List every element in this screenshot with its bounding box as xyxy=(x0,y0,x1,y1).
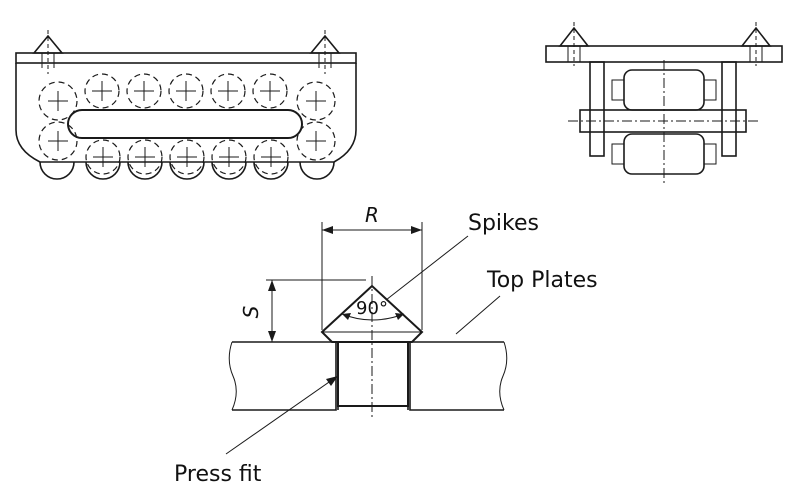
front-spike-right xyxy=(309,30,341,74)
front-rollers-top xyxy=(84,73,288,109)
side-axle xyxy=(579,109,747,133)
spikes-leader-line xyxy=(385,235,469,301)
detail-spike-shank xyxy=(337,341,409,407)
front-body-outline xyxy=(15,63,357,163)
side-spike-right xyxy=(740,22,772,66)
dimension-s: S xyxy=(239,279,366,343)
dimension-r-label: R xyxy=(365,203,379,227)
side-view xyxy=(545,22,783,186)
front-view xyxy=(15,30,357,180)
front-chain-guide xyxy=(67,109,303,139)
front-rollers-bottom xyxy=(39,139,335,180)
side-top-plate xyxy=(545,45,783,63)
side-spike-left xyxy=(558,22,590,66)
side-frame-left xyxy=(589,61,605,157)
dimension-r: R xyxy=(321,203,423,330)
detail-top-plate-left xyxy=(232,341,337,411)
spike-detail-view: R S 90° Spikes Top Plates Press fit xyxy=(174,203,598,487)
front-top-plate xyxy=(15,52,357,64)
dimension-s-label: S xyxy=(239,305,263,318)
top-plates-label: Top Plates xyxy=(486,268,598,293)
angle-label: 90° xyxy=(356,298,388,319)
top-plates-leader-line xyxy=(455,295,501,335)
press-fit-leader-arrow xyxy=(225,376,338,455)
front-spike-left xyxy=(32,30,64,74)
detail-top-plate-right xyxy=(409,341,504,411)
spikes-label: Spikes xyxy=(468,211,539,236)
press-fit-label: Press fit xyxy=(174,462,262,487)
front-rollers-end xyxy=(38,81,336,161)
angle-90: 90° xyxy=(341,298,405,321)
side-frame-right xyxy=(721,61,737,157)
